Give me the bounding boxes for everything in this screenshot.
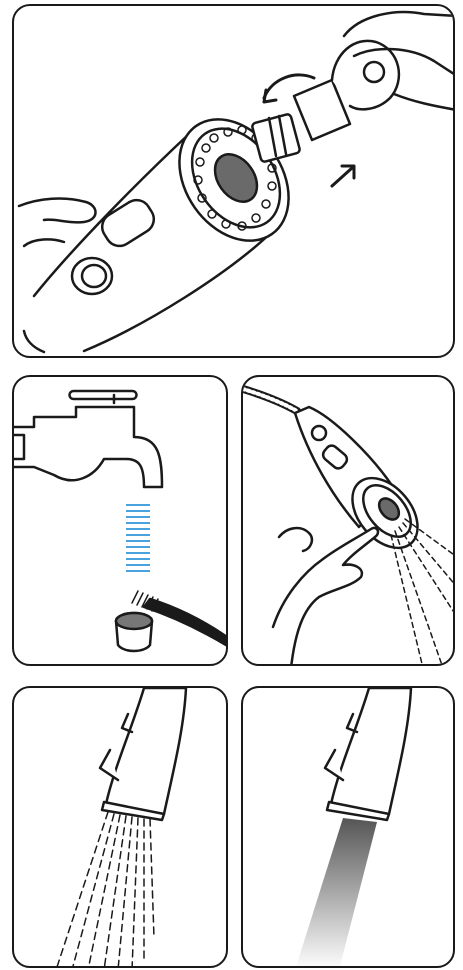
side-button — [325, 750, 343, 780]
remove-aerator-illustration — [14, 6, 455, 358]
rub-nozzles-illustration — [243, 377, 455, 666]
spray-mode-illustration — [14, 688, 228, 968]
stream-mode-illustration — [243, 688, 455, 968]
faucet-icon — [14, 407, 162, 487]
water-stream — [295, 818, 377, 968]
spray-lines — [56, 812, 154, 968]
pull-arrow-icon — [332, 166, 354, 186]
aerator-cup — [116, 613, 152, 651]
finger-hand — [273, 528, 378, 666]
panel-stream-mode — [241, 686, 455, 968]
sprayer-body — [106, 688, 186, 814]
sprayer-body — [331, 688, 411, 814]
panel-rub-nozzles — [241, 375, 455, 666]
panel-remove-aerator — [12, 4, 455, 358]
side-button — [100, 750, 118, 780]
round-button — [312, 426, 326, 440]
panel-spray-mode — [12, 686, 228, 968]
water-stream — [126, 505, 150, 571]
brush-icon — [144, 599, 228, 645]
clean-aerator-illustration — [14, 377, 228, 666]
aerator-part — [252, 114, 301, 163]
panel-clean-aerator — [12, 375, 228, 666]
